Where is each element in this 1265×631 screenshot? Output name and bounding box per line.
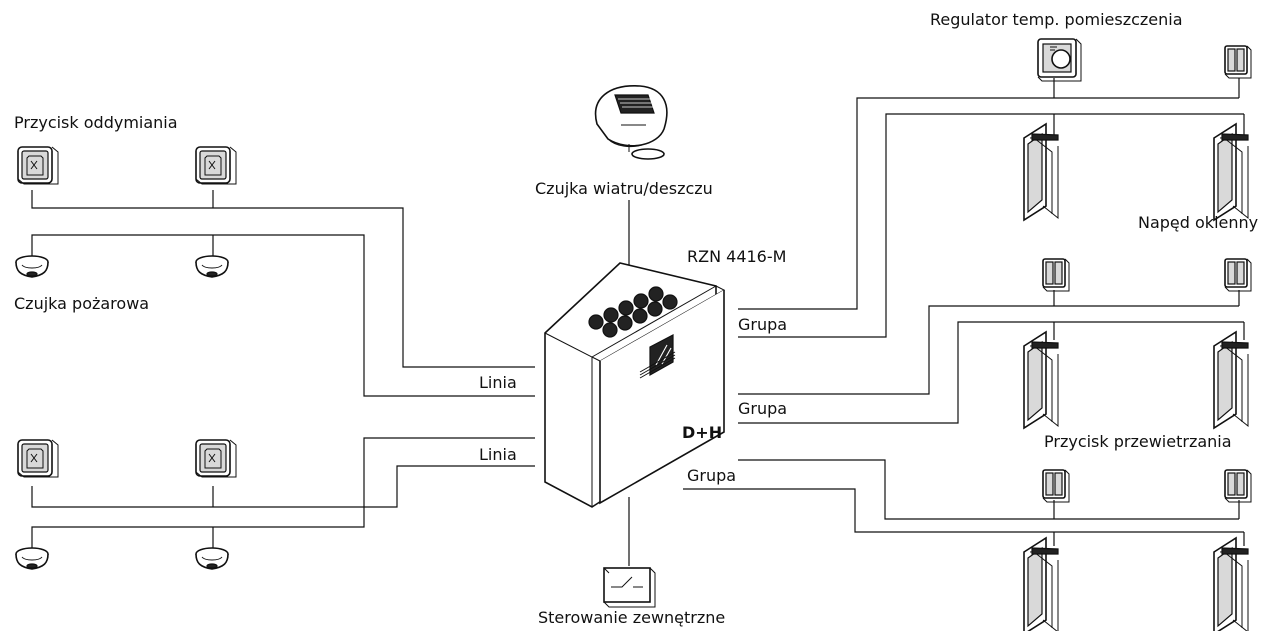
smoke-detector-icon	[15, 255, 49, 278]
smoke-detector-icon	[15, 547, 49, 570]
smoke-exhaust-button-icon	[17, 146, 59, 185]
window-drive-icon	[1023, 331, 1059, 429]
ventilation-switches-top	[1224, 45, 1252, 79]
ventilation-switch-icon	[1224, 469, 1252, 503]
label-przycisk-przewietrzania: Przycisk przewietrzania	[1044, 432, 1232, 451]
window-drives-middle	[1023, 331, 1249, 429]
ventilation-switches-middle	[1042, 258, 1252, 292]
ventilation-switches-bottom	[1042, 469, 1252, 503]
smoke-detectors-lower	[15, 547, 229, 570]
label-grupa-2: Grupa	[738, 399, 787, 418]
ventilation-switch-icon	[1224, 45, 1252, 79]
ventilation-switch-icon	[1224, 258, 1252, 292]
window-drive-icon	[1213, 331, 1249, 429]
label-przycisk-oddymiania: Przycisk oddymiania	[14, 113, 178, 132]
label-controller: RZN 4416-M	[687, 247, 786, 266]
wind-rain-sensor-icon	[594, 85, 668, 160]
smoke-detector-icon	[195, 255, 229, 278]
label-regulator: Regulator temp. pomieszczenia	[930, 10, 1183, 29]
ventilation-switch-icon	[1042, 258, 1070, 292]
control-panel-icon: D+H	[544, 262, 726, 508]
label-grupa-3: Grupa	[687, 466, 736, 485]
smoke-buttons-lower	[17, 439, 237, 478]
window-drive-icon	[1213, 123, 1249, 221]
label-czujka-pozarowa: Czujka pożarowa	[14, 294, 149, 313]
window-drives-top	[1023, 123, 1249, 221]
label-linia-2: Linia	[479, 445, 517, 464]
smoke-exhaust-button-icon	[195, 439, 237, 478]
window-drive-icon	[1023, 537, 1059, 631]
smoke-exhaust-button-icon	[195, 146, 237, 185]
room-thermostat-icon	[1037, 38, 1082, 82]
smoke-detector-icon	[195, 547, 229, 570]
brand-label: D+H	[682, 423, 722, 442]
external-switch-icon	[603, 567, 656, 608]
window-drive-icon	[1023, 123, 1059, 221]
label-linia-1: Linia	[479, 373, 517, 392]
diagram-labels: Przycisk oddymiania Czujka pożarowa Czuj…	[14, 10, 1258, 627]
label-grupa-1: Grupa	[738, 315, 787, 334]
window-drives-bottom	[1023, 537, 1249, 631]
smoke-detectors-upper	[15, 255, 229, 278]
window-drive-icon	[1213, 537, 1249, 631]
label-czujka-wiatru: Czujka wiatru/deszczu	[535, 179, 713, 198]
ventilation-switch-icon	[1042, 469, 1070, 503]
smoke-exhaust-button-icon	[17, 439, 59, 478]
label-naped-okienny: Napęd okienny	[1138, 213, 1258, 232]
cable-glands	[588, 286, 678, 338]
label-sterowanie: Sterowanie zewnętrzne	[538, 608, 725, 627]
smoke-buttons-upper	[17, 146, 237, 185]
